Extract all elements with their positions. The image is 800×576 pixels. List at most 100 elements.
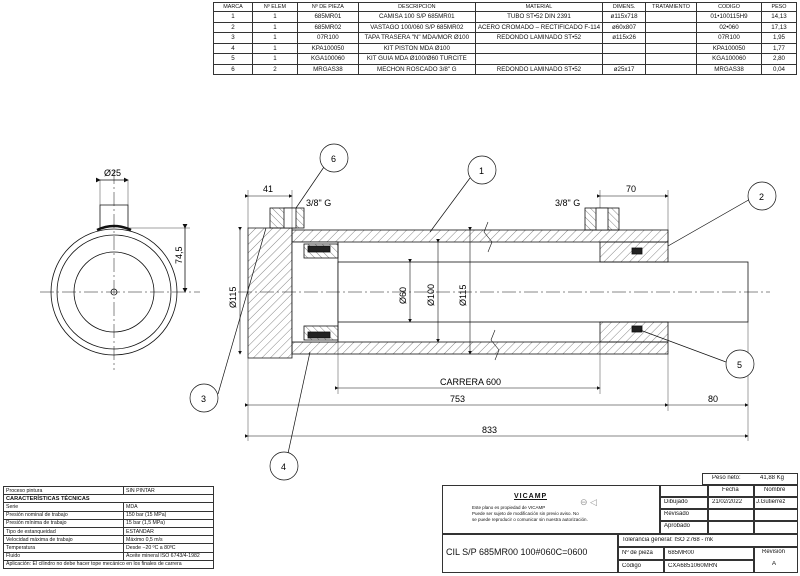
spec-value: MDA [123, 502, 214, 512]
balloon-6: 6 [331, 154, 336, 164]
legal-line-1: Este plano es propiedad de VICAMP [472, 505, 546, 510]
spec-label: Fluido [3, 551, 124, 561]
spec-value: SIN PINTAR [123, 485, 214, 496]
bom-header: TRATAMIENTO [645, 2, 698, 12]
spec-value: 150 bar (15 MPa) [123, 510, 214, 520]
codigo-label: Código [622, 563, 642, 569]
bill-of-materials: MARCA Nº ELEM Nº DE PIEZA DESCRIPCION MA… [213, 2, 798, 75]
balloon-3: 3 [201, 394, 206, 404]
tb-cell [754, 497, 798, 509]
nombre-label: Nombre [764, 487, 786, 493]
technical-specs: Proceso pintura SIN PINTAR CARACTERÍSTIC… [3, 485, 214, 569]
spec-label: Proceso pintura [3, 485, 124, 496]
spec-note: Aplicación: El cilindro no debe hacer to… [3, 559, 214, 569]
dibujado-nombre: J.Gutierrez [756, 499, 786, 505]
tb-cell [664, 547, 754, 560]
balloon-5: 5 [737, 360, 742, 370]
dim-carrera: CARRERA 600 [440, 377, 501, 387]
end-view [40, 170, 200, 370]
dim-d115-main: Ø115 [458, 285, 468, 306]
dim-41: 41 [263, 184, 273, 194]
tb-cell [618, 547, 664, 560]
tb-cell [664, 560, 754, 573]
balloons [189, 143, 777, 481]
dimension-lines [238, 190, 749, 441]
bom-header: PESO [760, 2, 798, 12]
spec-value: 15 bar (1,5 MPa) [123, 518, 214, 528]
spec-label: Velocidad máxima de trabajo [3, 535, 124, 545]
fecha-label: Fecha [722, 487, 739, 493]
spec-label: Presión mínima de trabajo [3, 518, 124, 528]
spec-label: Presión nominal de trabajo [3, 510, 124, 520]
bom-cell: 0,04 [760, 63, 798, 75]
legal-line-2: Puede ser sujeto de modificación sin pre… [472, 511, 579, 516]
dim-g-right: 3/8" G [555, 198, 580, 208]
tb-cell [754, 485, 798, 497]
balloon-4: 4 [281, 462, 286, 472]
dim-80: 80 [708, 394, 718, 404]
dibujado-fecha: 21/02/2022 [712, 499, 743, 505]
peso-label: Peso neto: [712, 475, 741, 481]
bom-cell: REDONDO LAMINADO ST•52 [474, 63, 604, 75]
section-view [238, 207, 770, 361]
table-row: Aplicación: El cilindro no debe hacer to… [3, 559, 214, 569]
balloon-2: 2 [759, 192, 764, 202]
dim-d25: Ø25 [104, 168, 121, 178]
peso-value: 41,88 Kg [760, 475, 785, 481]
codigo-value: CXA6851060MRN [668, 563, 718, 569]
dibujado-label: Dibujado [664, 499, 688, 505]
tb-cell [660, 497, 708, 509]
tb-cell [660, 509, 708, 521]
tb-cell [754, 521, 798, 534]
revisado-label: Revisado [664, 511, 690, 517]
bom-header-row: MARCA Nº ELEM Nº DE PIEZA DESCRIPCION MA… [213, 2, 798, 12]
spec-value: ESTANDAR [123, 526, 214, 537]
dim-g-left: 3/8" G [306, 198, 331, 208]
revision-cell [754, 547, 798, 573]
pieza-value: 685MR00 [668, 550, 695, 556]
tb-cell [754, 509, 798, 521]
spec-label: Temperatura [3, 543, 124, 553]
dim-753: 753 [450, 394, 465, 404]
table-row: CARACTERÍSTICAS TÉCNICAS [3, 494, 214, 504]
tb-cell [660, 485, 708, 497]
aprobado-label: Aprobado [664, 523, 691, 529]
dim-833: 833 [482, 425, 497, 435]
spec-value: Aceite mineral ISO 6743/4-1982 [123, 551, 214, 561]
tb-cell [618, 560, 664, 573]
spec-value: Desde −20 ºC a 80ºC [123, 543, 214, 553]
tb-cell [708, 521, 754, 534]
tolerancia: Tolerancia general: ISO 2768 - mk [622, 537, 714, 543]
spec-label: Serie [3, 502, 124, 512]
title-block: Peso neto: 41,88 Kg VICAMP Este plano es… [442, 473, 798, 573]
table-row: Proceso pintura SIN PINTAR [3, 485, 214, 496]
tb-cell [708, 497, 754, 509]
brand-box [442, 485, 660, 534]
dim-d115-left: Ø115 [228, 287, 238, 308]
specs-title: CARACTERÍSTICAS TÉCNICAS [3, 494, 214, 504]
dim-70: 70 [626, 184, 636, 194]
tolerance-cell [618, 534, 798, 547]
dim-d100: Ø100 [426, 284, 436, 306]
revision-value: A [772, 561, 777, 567]
spec-value: Máximo 0,5 m/s [123, 535, 214, 545]
tb-cell [708, 485, 754, 497]
dim-d60: Ø60 [398, 287, 408, 304]
spec-label: Tipo de estanqueidad [3, 526, 124, 537]
title-cell [442, 534, 618, 573]
brand-logo: VICAMP [514, 493, 548, 500]
drawing-title: CIL S/P 685MR00 100#060C=0600 [446, 547, 588, 557]
peso-box [702, 473, 798, 485]
bom-cell [645, 63, 698, 75]
bom-header: MATERIAL [474, 2, 604, 12]
